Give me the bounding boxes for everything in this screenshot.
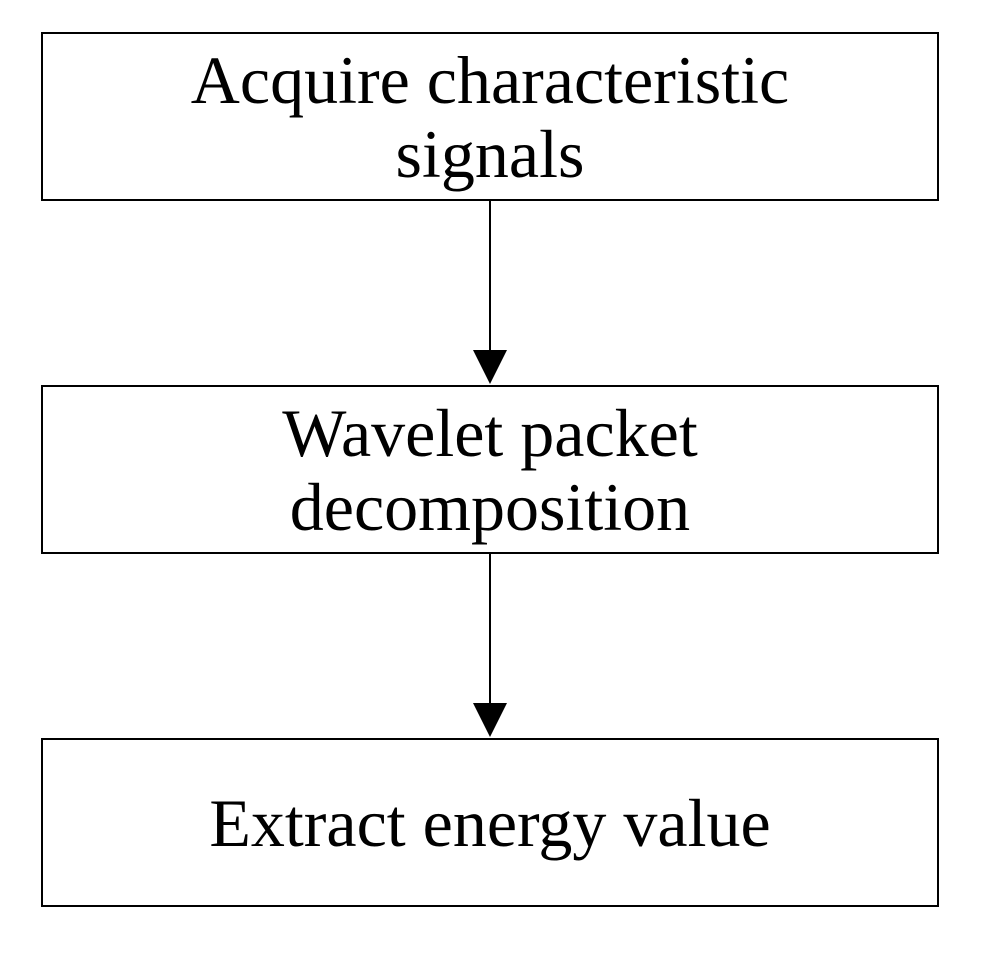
- step-box-extract-energy: Extract energy value: [41, 738, 939, 907]
- step-box-wavelet-decomposition: Wavelet packet decomposition: [41, 385, 939, 554]
- step-box-acquire-signals: Acquire characteristic signals: [41, 32, 939, 201]
- step-label: Acquire characteristic signals: [190, 41, 790, 192]
- step-label: Wavelet packet decomposition: [282, 394, 698, 545]
- arrow-step1-to-step2: [473, 201, 507, 384]
- arrow-step2-to-step3: [473, 554, 507, 737]
- step-label: Extract energy value: [209, 784, 771, 861]
